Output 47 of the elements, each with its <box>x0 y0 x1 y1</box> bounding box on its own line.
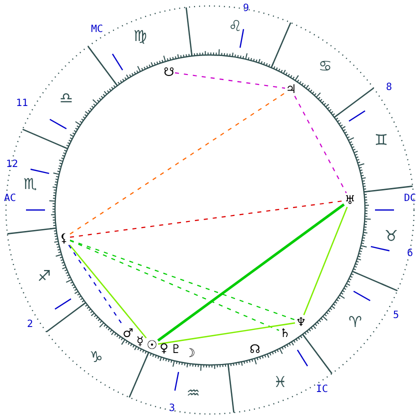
planet-glyph: ♆ <box>295 315 307 329</box>
planet-glyph: ☿ <box>134 334 146 348</box>
zodiac-sign-glyph: ♑ <box>90 350 103 364</box>
aspect-line <box>70 240 280 331</box>
house-label: 12 <box>6 160 18 170</box>
house-label: DC <box>404 194 416 204</box>
aspect-line <box>174 72 286 89</box>
aspect-line <box>70 240 296 320</box>
aspect-line <box>158 322 296 345</box>
aspect-line <box>69 244 147 338</box>
house-label: 6 <box>407 249 414 259</box>
planet-glyph: ♅ <box>344 193 356 207</box>
planet-glyph: ♃ <box>285 82 297 96</box>
aspect-line <box>157 203 345 342</box>
house-label: 8 <box>386 83 392 93</box>
aspect-line <box>70 200 344 238</box>
zodiac-sign-glyph: ♌ <box>228 18 242 34</box>
planet-glyph: ♀ <box>158 341 170 355</box>
zodiac-sign-glyph: ♎ <box>60 90 73 106</box>
planet-glyph: ☽ <box>184 346 196 360</box>
planet-glyph: ☊ <box>249 342 261 356</box>
zodiac-sign-glyph: ♍ <box>134 28 147 44</box>
planet-glyph: ⚸ <box>58 231 70 245</box>
zodiac-sign-glyph: ♉ <box>384 228 398 244</box>
planet-glyph: ☉ <box>146 338 158 352</box>
house-label: MC <box>91 25 104 35</box>
planet-glyph: ☋ <box>163 65 175 79</box>
house-label: 11 <box>16 99 28 109</box>
zodiac-sign-glyph: ♓ <box>274 374 287 390</box>
house-label: 9 <box>243 4 250 14</box>
house-label: 2 <box>27 320 34 330</box>
planet-glyph: ♄ <box>279 326 291 340</box>
house-label: IC <box>316 385 328 395</box>
planet-glyph: ♇ <box>170 342 182 356</box>
zodiac-sign-glyph: ♈ <box>348 314 362 330</box>
zodiac-sign-glyph: ♏ <box>24 176 37 192</box>
zodiac-sign-glyph: ♊ <box>374 132 388 148</box>
aspect-line <box>303 206 348 316</box>
zodiac-sign-glyph: ♋ <box>318 58 332 74</box>
planet-glyph: ♂ <box>122 326 134 340</box>
house-label: AC <box>4 194 16 204</box>
zodiac-sign-glyph: ♒ <box>186 386 200 400</box>
house-label: 5 <box>393 311 400 321</box>
house-label: 3 <box>169 404 176 414</box>
aspect-line <box>294 96 347 194</box>
zodiac-sign-glyph: ♐ <box>38 268 51 284</box>
aspect-line <box>70 92 286 235</box>
